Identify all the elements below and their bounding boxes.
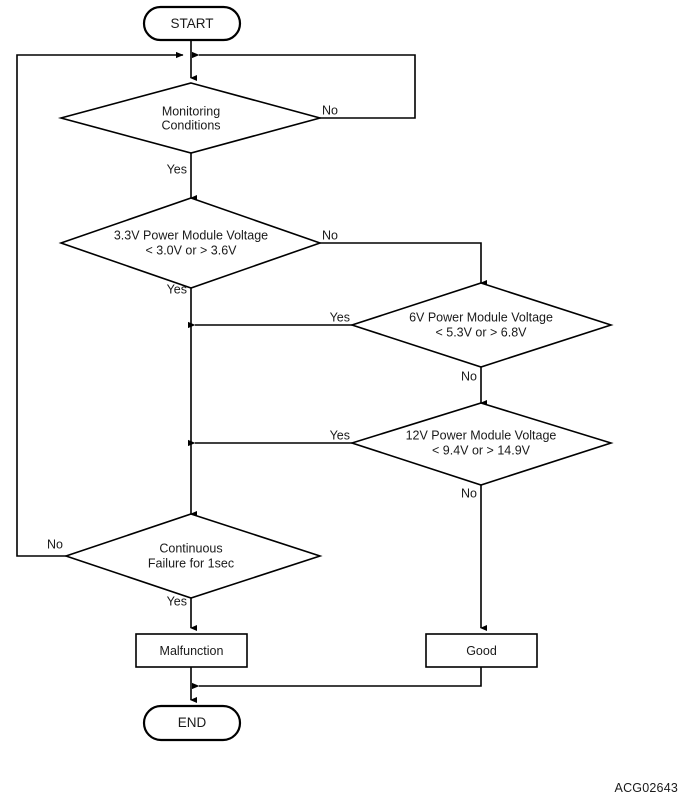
edge-label-v12-no: No (461, 486, 477, 500)
node-monitoring-label-line2: Conditions (161, 118, 220, 132)
edge-continuous-no-loop (16, 51, 184, 557)
node-start[interactable]: START (142, 5, 242, 42)
node-v12-label-line2: < 9.4V or > 14.9V (432, 443, 531, 457)
node-malfunction-label: Malfunction (160, 644, 224, 658)
node-v12-label-line1: 12V Power Module Voltage (406, 428, 557, 442)
node-monitoring-label-line1: Monitoring (162, 104, 220, 118)
edge-label-monitoring-yes: Yes (167, 162, 187, 176)
node-malfunction[interactable]: Malfunction (135, 633, 248, 668)
edge-label-v33-yes: Yes (167, 282, 187, 296)
node-v6-label-line2: < 5.3V or > 6.8V (435, 325, 527, 339)
edge-label-v6-no: No (461, 369, 477, 383)
node-good-label: Good (466, 644, 497, 658)
node-monitoring-conditions[interactable]: Monitoring Conditions (57, 82, 324, 154)
edge-label-monitoring-no: No (322, 103, 338, 117)
node-start-label: START (170, 16, 213, 31)
edge-good-to-end (192, 667, 482, 690)
edge-label-continuous-no: No (47, 537, 63, 551)
edge-label-v12-yes: Yes (330, 428, 350, 442)
node-v6-label-line1: 6V Power Module Voltage (409, 310, 553, 324)
node-v33-label-line1: 3.3V Power Module Voltage (114, 228, 268, 242)
node-v33-label-line2: < 3.0V or > 3.6V (145, 243, 237, 257)
node-v33-voltage[interactable]: 3.3V Power Module Voltage < 3.0V or > 3.… (58, 197, 323, 289)
node-continuous-failure[interactable]: Continuous Failure for 1sec (63, 513, 323, 599)
node-continuous-label-line2: Failure for 1sec (148, 556, 234, 570)
node-v6-voltage[interactable]: 6V Power Module Voltage < 5.3V or > 6.8V (349, 282, 614, 368)
reference-code: ACG02643 (614, 781, 678, 795)
edge-label-continuous-yes: Yes (167, 594, 187, 608)
node-good[interactable]: Good (425, 633, 538, 668)
edge-monitoring-no-loop (192, 51, 416, 119)
edge-label-v33-no: No (322, 228, 338, 242)
edge-v33-no (320, 242, 488, 287)
node-v12-voltage[interactable]: 12V Power Module Voltage < 9.4V or > 14.… (349, 402, 614, 486)
node-end-label: END (178, 715, 207, 730)
node-end[interactable]: END (142, 704, 242, 742)
node-continuous-label-line1: Continuous (159, 541, 222, 555)
edge-label-v6-yes: Yes (330, 310, 350, 324)
